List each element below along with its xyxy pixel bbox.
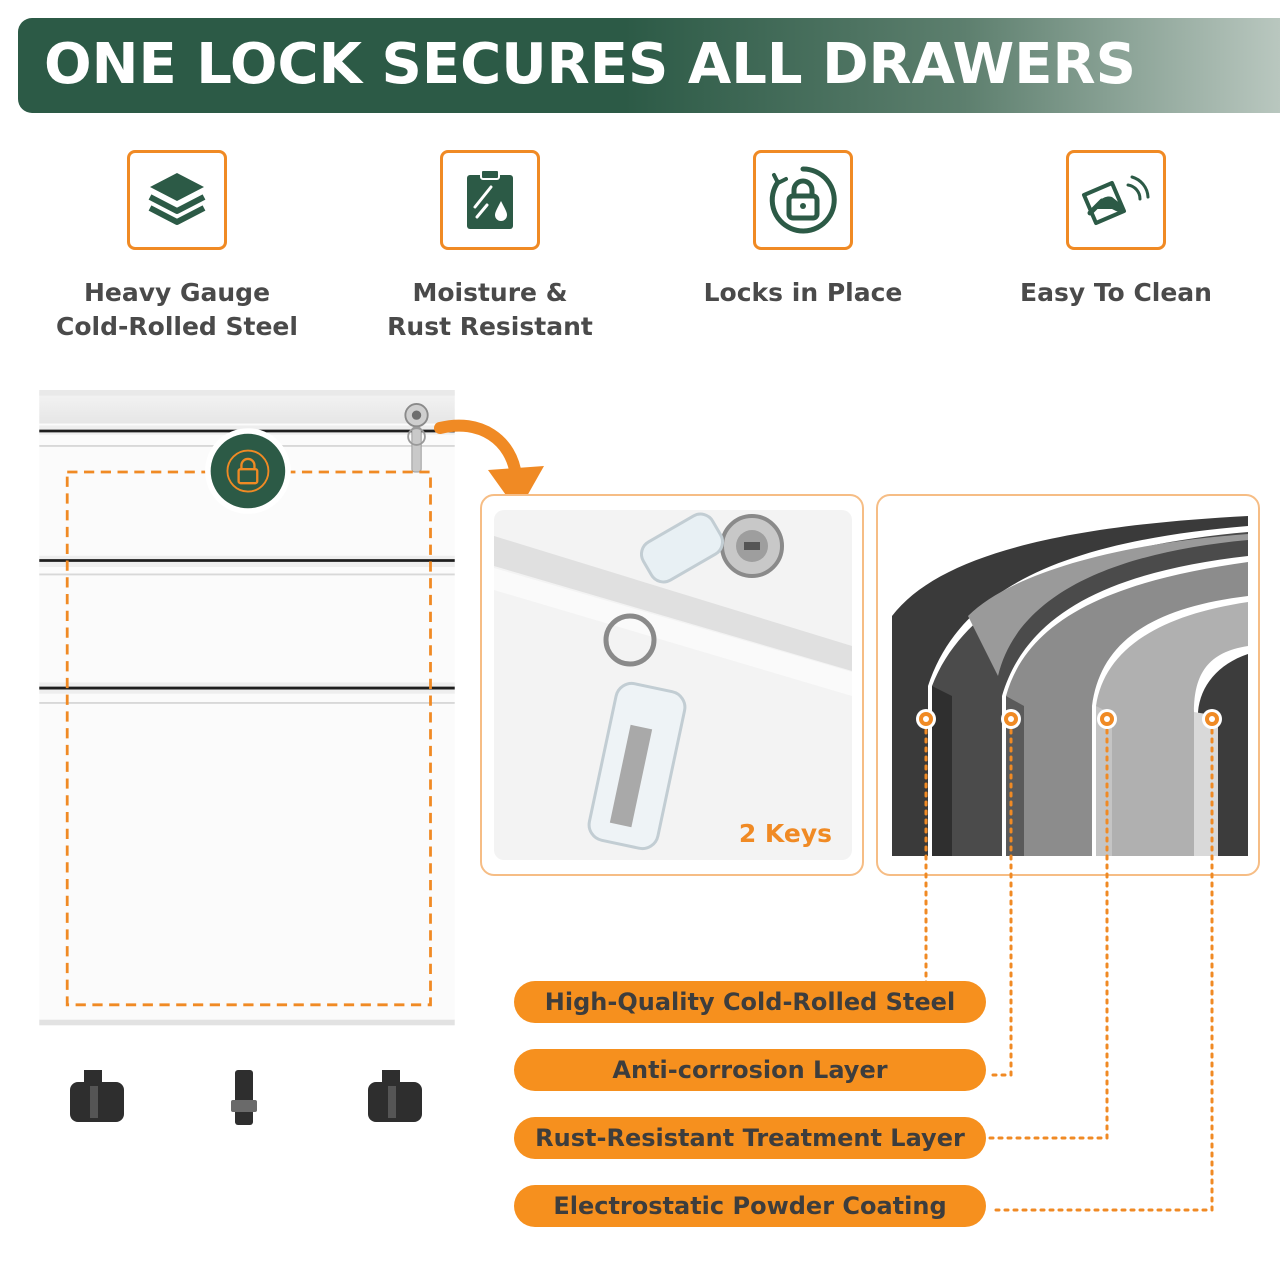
key-image: [494, 510, 852, 860]
lock-icon: [753, 150, 853, 250]
layers-icon: [127, 150, 227, 250]
moisture-clipboard-icon: [440, 150, 540, 250]
feature-label: Moisture & Rust Resistant: [387, 278, 593, 341]
layer-pill-anti-corrosion: Anti-corrosion Layer: [514, 1049, 986, 1091]
filing-cabinet-image: [39, 390, 455, 1026]
layer-pill-powder-coating: Electrostatic Powder Coating: [514, 1185, 986, 1227]
feature-label: Locks in Place: [703, 278, 903, 307]
layer-pill-rust-resistant: Rust-Resistant Treatment Layer: [514, 1117, 986, 1159]
feature-moisture: Moisture & Rust Resistant: [340, 150, 640, 344]
steel-layers-image: [888, 508, 1248, 864]
keys-photo: 2 Keys: [480, 494, 864, 876]
keys-label: 2 Keys: [738, 819, 832, 848]
title-banner: ONE LOCK SECURES ALL DRAWERS: [18, 18, 1280, 113]
banner-title: ONE LOCK SECURES ALL DRAWERS: [44, 32, 1136, 97]
feature-heavy-gauge: Heavy Gauge Cold-Rolled Steel: [27, 150, 327, 344]
layer-pill-cold-rolled-steel: High-Quality Cold-Rolled Steel: [514, 981, 986, 1023]
feature-label: Heavy Gauge Cold-Rolled Steel: [56, 278, 298, 341]
feature-locks: Locks in Place: [653, 150, 953, 310]
hand-cleaning-icon: [1066, 150, 1166, 250]
steel-layers-photo: [876, 494, 1260, 876]
feature-label: Easy To Clean: [1020, 278, 1212, 307]
feature-clean: Easy To Clean: [966, 150, 1266, 310]
